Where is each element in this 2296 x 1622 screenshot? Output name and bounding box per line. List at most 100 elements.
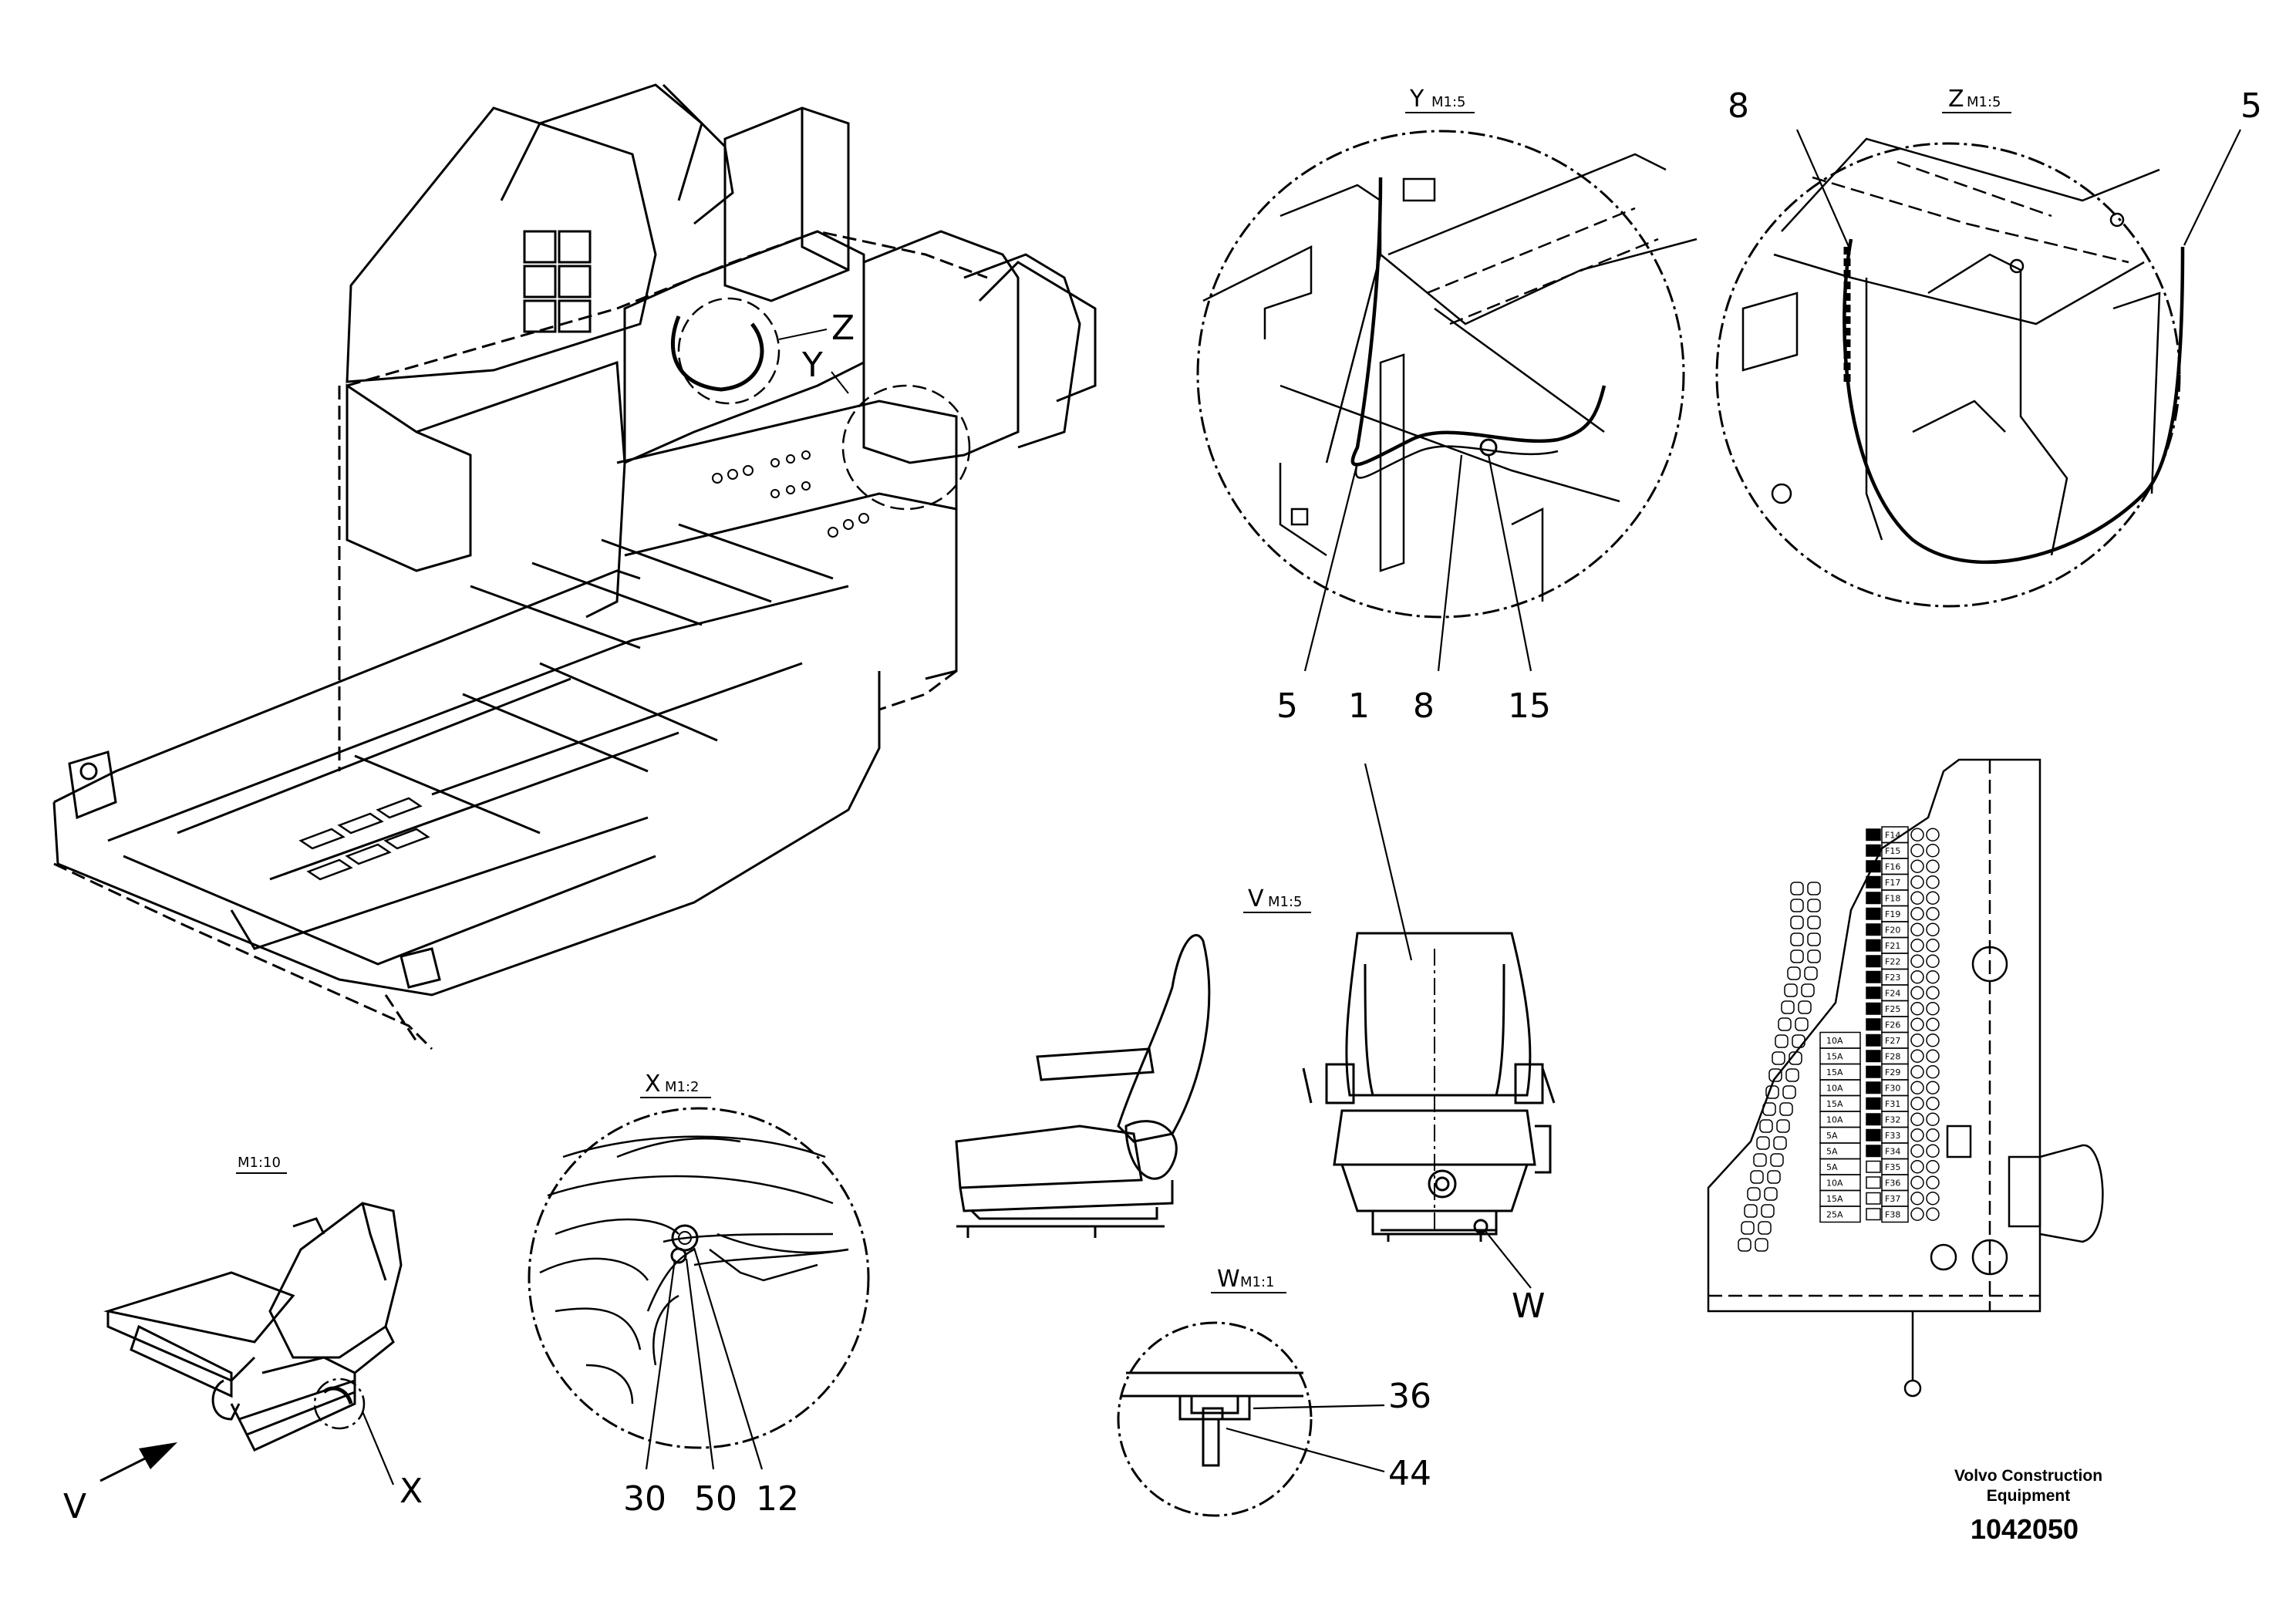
fuse-terminal — [1926, 1081, 1940, 1094]
connector-pin — [1790, 949, 1804, 963]
fuse-terminal — [1910, 1017, 1924, 1031]
fuse-block — [1866, 860, 1881, 873]
brand-line-1: Volvo Construction — [1954, 1467, 2102, 1485]
seat-isometric-view: M1:10 V X — [63, 1155, 423, 1526]
connector-pin — [1807, 949, 1821, 963]
connector-pin — [1750, 1170, 1764, 1184]
fuse-rows: F14F15F16F17F18F19F20F21F22F23F24F25F26F… — [1738, 826, 1940, 1252]
fuse-id-label: F26 — [1885, 1020, 1900, 1030]
fuse-id-label: F37 — [1885, 1194, 1900, 1204]
detail-x-callout-50: 50 — [694, 1479, 737, 1519]
detail-w-title: W — [1217, 1266, 1240, 1293]
detail-y-callout-15: 15 — [1508, 686, 1551, 726]
detail-w-scale: M1:1 — [1240, 1274, 1275, 1290]
fuse-terminal — [1926, 1017, 1940, 1031]
fuse-terminal — [1926, 875, 1940, 889]
fuse-terminal — [1926, 1065, 1940, 1079]
fuse-id-label: F27 — [1885, 1036, 1900, 1046]
detail-view-w: W M1:1 36 44 — [1117, 1266, 1431, 1517]
detail-z-callout-8: 8 — [1728, 86, 1749, 126]
connector-pin — [1807, 899, 1821, 912]
connector-pin — [1789, 1051, 1802, 1065]
detail-view-x: X M1:2 30 50 12 — [528, 1071, 870, 1519]
fuse-block — [1866, 1050, 1881, 1063]
seat-callout-w: W — [1512, 1286, 1546, 1326]
fuse-terminal — [1910, 1112, 1924, 1126]
connector-pin — [1787, 966, 1801, 980]
fuse-rating-label: 10A — [1826, 1084, 1843, 1094]
fuse-block — [1866, 1065, 1881, 1078]
frame-callout-y: Y — [801, 346, 823, 385]
connector-pin — [1759, 1119, 1773, 1133]
connector-pin — [1747, 1187, 1761, 1201]
fuse-terminal — [1926, 1002, 1940, 1016]
fuse-terminal — [1926, 1049, 1940, 1063]
leader-frame-y — [831, 371, 849, 394]
fuse-terminal — [1926, 844, 1940, 858]
connector-pin — [1776, 1119, 1790, 1133]
fuse-terminal — [1910, 1128, 1924, 1142]
connector-pin — [1790, 882, 1804, 895]
fuse-terminal — [1910, 1065, 1924, 1079]
fuse-terminal — [1910, 875, 1924, 889]
leader-frame-z — [778, 329, 828, 340]
fuse-terminal — [1926, 1160, 1940, 1174]
fuse-terminal — [1926, 1112, 1940, 1126]
fuse-block — [1866, 1145, 1881, 1158]
detail-z-scale: M1:5 — [1967, 94, 2001, 110]
connector-pin — [1741, 1221, 1755, 1235]
fuse-block — [1866, 892, 1881, 905]
connector-pin — [1795, 1017, 1809, 1031]
detail-view-z: Z M1:5 8 5 — [1715, 86, 2262, 608]
detail-y-callout-8: 8 — [1413, 686, 1435, 726]
fuse-block — [1866, 939, 1881, 952]
fuse-terminal — [1910, 1097, 1924, 1111]
fuse-terminal — [1910, 1175, 1924, 1189]
detail-view-y: Y M1:5 5 1 8 — [1196, 86, 1698, 726]
detail-x-title: X — [645, 1071, 661, 1098]
fuse-terminal — [1926, 907, 1940, 921]
fuse-id-label: F29 — [1885, 1067, 1900, 1077]
connector-pin — [1801, 983, 1815, 997]
fuse-id-label: F36 — [1885, 1179, 1900, 1189]
connector-pin — [1782, 1085, 1796, 1099]
detail-z-title: Z — [1948, 86, 1964, 113]
fuse-block — [1866, 1208, 1881, 1221]
fuse-terminal — [1910, 954, 1924, 968]
connector-pin — [1744, 1204, 1758, 1218]
fuse-terminal — [1926, 986, 1940, 1000]
title-block: Volvo Construction Equipment 1042050 — [1954, 1467, 2102, 1545]
seat-side-view: V M1:5 — [955, 885, 1311, 1238]
fuse-id-label: F19 — [1885, 909, 1900, 919]
fuse-terminal — [1910, 1002, 1924, 1016]
fuse-rating-label: 25A — [1826, 1210, 1843, 1220]
fuse-terminal — [1910, 1207, 1924, 1221]
fuse-id-label: F23 — [1885, 973, 1900, 983]
detail-w-callout-44: 44 — [1388, 1454, 1431, 1493]
fuse-id-label: F21 — [1885, 941, 1900, 951]
fuse-terminal — [1910, 970, 1924, 984]
connector-pin — [1807, 916, 1821, 929]
connector-pin — [1764, 1187, 1778, 1201]
fuse-id-label: F31 — [1885, 1099, 1900, 1109]
fuse-block — [1866, 1002, 1881, 1015]
fuse-block — [1866, 1192, 1881, 1205]
slotted-plate — [298, 797, 430, 881]
fuse-block — [1866, 1160, 1881, 1173]
fuse-terminal — [1910, 1192, 1924, 1206]
detail-z-callout-5: 5 — [2240, 86, 2262, 126]
detail-w-callout-36: 36 — [1388, 1377, 1431, 1416]
fuse-terminal — [1910, 939, 1924, 953]
connector-pin — [1762, 1102, 1776, 1116]
connector-pin — [1756, 1136, 1770, 1150]
connector-pin — [1804, 966, 1818, 980]
connector-pin — [1770, 1153, 1784, 1167]
fuse-rating-label: 5A — [1826, 1147, 1838, 1157]
connector-pin — [1761, 1204, 1775, 1218]
leader-seat-w — [1484, 1229, 1532, 1289]
fuse-block — [1866, 970, 1881, 983]
brand-line-2: Equipment — [1987, 1487, 2071, 1505]
fuse-terminal — [1910, 891, 1924, 905]
fuse-id-label: F17 — [1885, 878, 1900, 888]
fuse-block — [1866, 1176, 1881, 1189]
